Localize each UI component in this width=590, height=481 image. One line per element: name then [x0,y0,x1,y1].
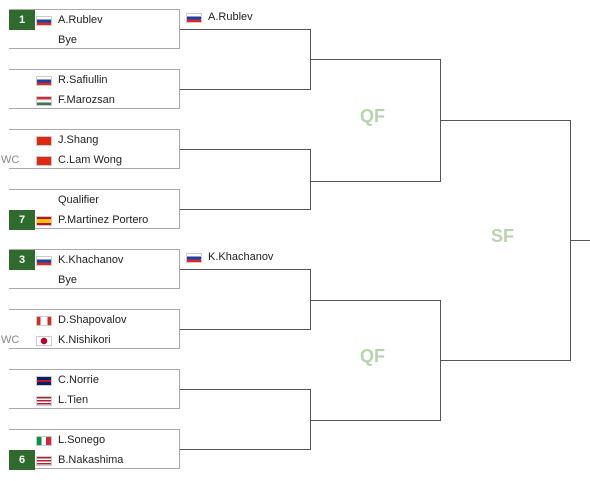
player-slot: Qualifier [9,190,179,210]
connector [180,389,311,390]
connector [310,269,311,330]
connector [180,449,311,450]
connector [440,120,571,121]
qf-label-bottom: QF [360,346,385,366]
qf-label-top: QF [360,106,385,126]
hong-kong-flag-icon [36,156,52,166]
canada-flag-icon [36,316,52,326]
uk-flag-icon [36,376,52,386]
match-3: J.Shang WC C.Lam Wong [1,129,180,170]
wildcard-label: WC [1,154,20,166]
sf-label: SF [491,226,515,246]
player-name: Bye [58,274,77,286]
player-slot[interactable]: 6 B.Nakashima [9,450,179,470]
russia-flag-icon [36,76,52,86]
seed-badge: 3 [9,250,35,270]
player-slot[interactable]: WC C.Lam Wong [1,150,179,170]
russia-flag-icon [36,16,52,26]
russia-flag-icon [36,256,52,266]
wildcard-label: WC [1,334,20,346]
player-slot[interactable]: C.Norrie [9,370,179,390]
connector [440,360,571,361]
player-name: L.Sonego [58,434,106,446]
hungary-flag-icon [36,96,52,106]
player-name: K.Khachanov [58,254,124,266]
connector [180,329,311,330]
spain-flag-icon [36,216,52,226]
usa-flag-icon [36,456,52,466]
match-5: 3 K.Khachanov Bye [9,249,180,289]
player-slot[interactable]: WC K.Nishikori [1,330,179,350]
italy-flag-icon [36,436,52,446]
connector [310,420,441,421]
japan-flag-icon [36,336,52,346]
seed-badge: 6 [9,450,35,470]
connector [310,149,311,210]
player-slot[interactable]: J.Shang [9,130,179,150]
player-name: A.Rublev [208,11,253,23]
player-slot[interactable]: R.Safiullin [9,70,179,90]
player-name: R.Safiullin [58,74,108,86]
seed-badge: 1 [9,10,35,30]
connector [310,59,441,60]
player-slot[interactable]: 1 A.Rublev [9,10,179,30]
player-name: C.Norrie [58,374,99,386]
player-slot[interactable]: L.Tien [9,390,179,410]
seed-badge: 7 [9,210,35,230]
player-name: K.Khachanov [208,251,274,263]
connector [180,209,311,210]
match-2: R.Safiullin F.Marozsan [9,69,180,109]
connector [180,269,311,270]
match-7: C.Norrie L.Tien [9,369,180,409]
china-flag-icon [36,136,52,146]
connector [570,240,590,241]
connector [180,29,311,30]
usa-flag-icon [36,396,52,406]
player-name: J.Shang [58,134,99,146]
match-8: L.Sonego 6 B.Nakashima [9,429,180,470]
player-name: Bye [58,34,77,46]
russia-flag-icon [186,13,202,23]
connector [180,149,311,150]
player-name: Qualifier [58,194,99,206]
player-slot: Bye [9,270,179,290]
connector [180,89,311,90]
player-slot: Bye [9,30,179,50]
player-slot[interactable]: 7 P.Martinez Portero [9,210,179,230]
russia-flag-icon [186,253,202,263]
player-name: F.Marozsan [58,94,115,106]
player-slot[interactable]: L.Sonego [9,430,179,450]
match-4: Qualifier 7 P.Martinez Portero [9,189,180,230]
player-name: C.Lam Wong [58,154,122,166]
connector [310,389,311,450]
player-name: B.Nakashima [58,454,124,466]
player-name: P.Martinez Portero [58,214,149,226]
match-1: 1 A.Rublev Bye [9,9,180,49]
player-name: D.Shapovalov [58,314,127,326]
connector [310,300,441,301]
player-name: A.Rublev [58,14,103,26]
connector [310,181,441,182]
player-slot[interactable]: D.Shapovalov [9,310,179,330]
player-name: L.Tien [58,394,89,406]
match-6: D.Shapovalov WC K.Nishikori [1,309,180,350]
player-slot[interactable]: F.Marozsan [9,90,179,110]
player-name: K.Nishikori [58,334,111,346]
player-slot[interactable]: 3 K.Khachanov [9,250,179,270]
